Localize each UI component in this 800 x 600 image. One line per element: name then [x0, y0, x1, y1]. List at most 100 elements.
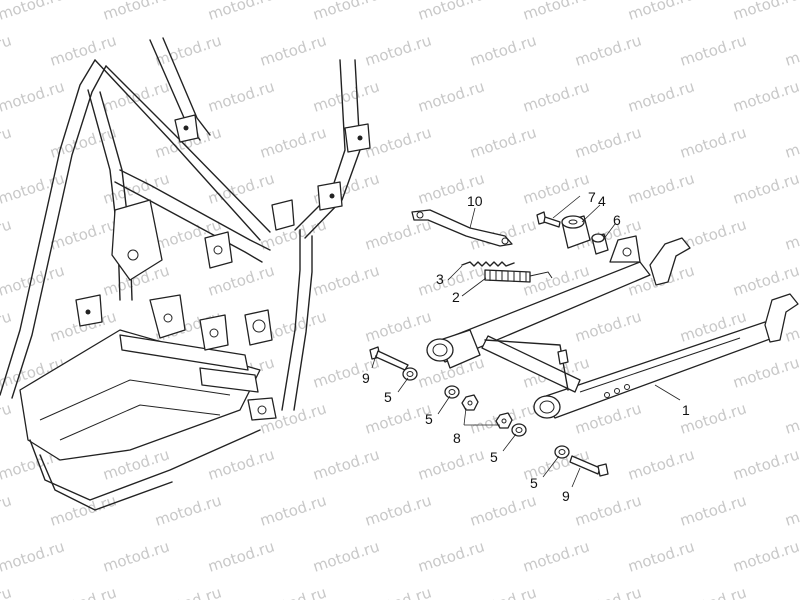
- watermark-text: motod.ru: [573, 307, 644, 345]
- watermark-text: motod.ru: [311, 537, 382, 575]
- part-5-washer-a: [402, 367, 418, 381]
- part-5-washer-b: [444, 385, 460, 399]
- watermark-text: motod.ru: [363, 399, 434, 437]
- watermark-text: motod.ru: [258, 583, 329, 600]
- watermark-text: motod.ru: [521, 169, 592, 207]
- callout-8: 8: [453, 430, 461, 446]
- watermark-text: motod.ru: [101, 537, 172, 575]
- watermark-text: motod.ru: [0, 169, 67, 207]
- watermark-text: motod.ru: [0, 491, 14, 529]
- watermark-text: motod.ru: [468, 123, 539, 161]
- watermark-text: motod.ru: [783, 31, 800, 69]
- callout-6: 6: [613, 212, 621, 228]
- watermark-text: motod.ru: [311, 353, 382, 391]
- watermark-text: motod.ru: [468, 583, 539, 600]
- watermark-text: motod.ru: [0, 31, 14, 69]
- part-2-spring: [484, 269, 553, 283]
- watermark-text: motod.ru: [311, 77, 382, 115]
- watermark-text: motod.ru: [783, 123, 800, 161]
- watermark-text: motod.ru: [731, 77, 800, 115]
- watermark-text: motod.ru: [626, 445, 697, 483]
- watermark-text: motod.ru: [206, 0, 277, 24]
- callout-5-a: 5: [384, 389, 392, 405]
- watermark-text: motod.ru: [521, 77, 592, 115]
- watermark-text: motod.ru: [416, 537, 487, 575]
- watermark-text: motod.ru: [521, 0, 592, 24]
- watermark-text: motod.ru: [206, 537, 277, 575]
- watermark-text: motod.ru: [363, 491, 434, 529]
- watermark-text: motod.ru: [0, 537, 67, 575]
- watermark-text: motod.ru: [678, 583, 749, 600]
- watermark-text: motod.ru: [206, 77, 277, 115]
- watermark-text: motod.ru: [678, 123, 749, 161]
- watermark-text: motod.ru: [468, 491, 539, 529]
- part-7-bolt: [536, 211, 561, 228]
- watermark-text: motod.ru: [153, 491, 224, 529]
- watermark-text: motod.ru: [416, 77, 487, 115]
- callout-9-lower: 9: [562, 488, 570, 504]
- watermark-text: motod.ru: [468, 31, 539, 69]
- watermark-text: motod.ru: [48, 31, 119, 69]
- watermark-text: motod.ru: [678, 491, 749, 529]
- watermark-text: motod.ru: [363, 583, 434, 600]
- part-8-nut-a: [461, 394, 479, 411]
- watermark-text: motod.ru: [101, 0, 172, 24]
- watermark-text: motod.ru: [678, 31, 749, 69]
- watermark-text: motod.ru: [416, 0, 487, 24]
- callout-10: 10: [467, 193, 483, 209]
- watermark-text: motod.ru: [731, 445, 800, 483]
- leader-lines: [371, 195, 681, 488]
- watermark-text: motod.ru: [0, 123, 14, 161]
- watermark-text: motod.ru: [153, 31, 224, 69]
- watermark-text: motod.ru: [363, 31, 434, 69]
- watermark-text: motod.ru: [206, 261, 277, 299]
- motorcycle-frame: [0, 37, 371, 511]
- watermark-text: motod.ru: [48, 583, 119, 600]
- watermark-text: motod.ru: [258, 123, 329, 161]
- watermark-text: motod.ru: [573, 583, 644, 600]
- callout-5-c: 5: [490, 449, 498, 465]
- callout-2: 2: [452, 289, 460, 305]
- part-10-stop-bar: [411, 209, 513, 247]
- watermark-text: motod.ru: [0, 583, 14, 600]
- watermark-text: motod.ru: [311, 445, 382, 483]
- callout-labels: 10 7 4 6 3 2 9 5 5 8 5 1 5 9: [362, 189, 690, 504]
- watermark-text: motod.ru: [573, 31, 644, 69]
- watermark-text: motod.ru: [311, 0, 382, 24]
- watermark-text: motod.ru: [0, 399, 14, 437]
- watermark-text: motod.ru: [521, 537, 592, 575]
- watermark-text: motod.ru: [573, 123, 644, 161]
- watermark-text: motod.ru: [206, 445, 277, 483]
- watermark-text: motod.ru: [626, 537, 697, 575]
- watermark-text: motod.ru: [626, 77, 697, 115]
- watermark-text: motod.ru: [258, 31, 329, 69]
- watermark-text: motod.ru: [153, 583, 224, 600]
- part-9-bolt-lower: [569, 455, 609, 477]
- callout-1: 1: [682, 402, 690, 418]
- watermark-text: motod.ru: [783, 399, 800, 437]
- watermark-text: motod.ru: [363, 123, 434, 161]
- watermark-text: motod.ru: [311, 261, 382, 299]
- watermark-text: motod.ru: [626, 169, 697, 207]
- callout-3: 3: [436, 271, 444, 287]
- watermark-text: motod.ru: [0, 77, 67, 115]
- watermark-text: motod.ru: [731, 169, 800, 207]
- watermark-text: motod.ru: [626, 0, 697, 24]
- watermark-text: motod.ru: [101, 169, 172, 207]
- watermark-text: motod.ru: [573, 491, 644, 529]
- part-4-stopper: [561, 215, 591, 249]
- watermark-text: motod.ru: [783, 215, 800, 253]
- part-5-washer-c: [511, 423, 527, 437]
- watermark-text: motod.ru: [48, 215, 119, 253]
- callout-7: 7: [588, 189, 596, 205]
- watermark-text: motod.ru: [731, 0, 800, 24]
- callout-4: 4: [598, 193, 606, 209]
- watermark-text: motod.ru: [0, 215, 14, 253]
- callout-9-upper: 9: [362, 370, 370, 386]
- callout-5-b: 5: [425, 411, 433, 427]
- part-5-washer-d: [554, 445, 570, 459]
- watermark-text: motod.ru: [783, 491, 800, 529]
- watermark-text: motod.ru: [416, 445, 487, 483]
- watermark-text: motod.ru: [363, 215, 434, 253]
